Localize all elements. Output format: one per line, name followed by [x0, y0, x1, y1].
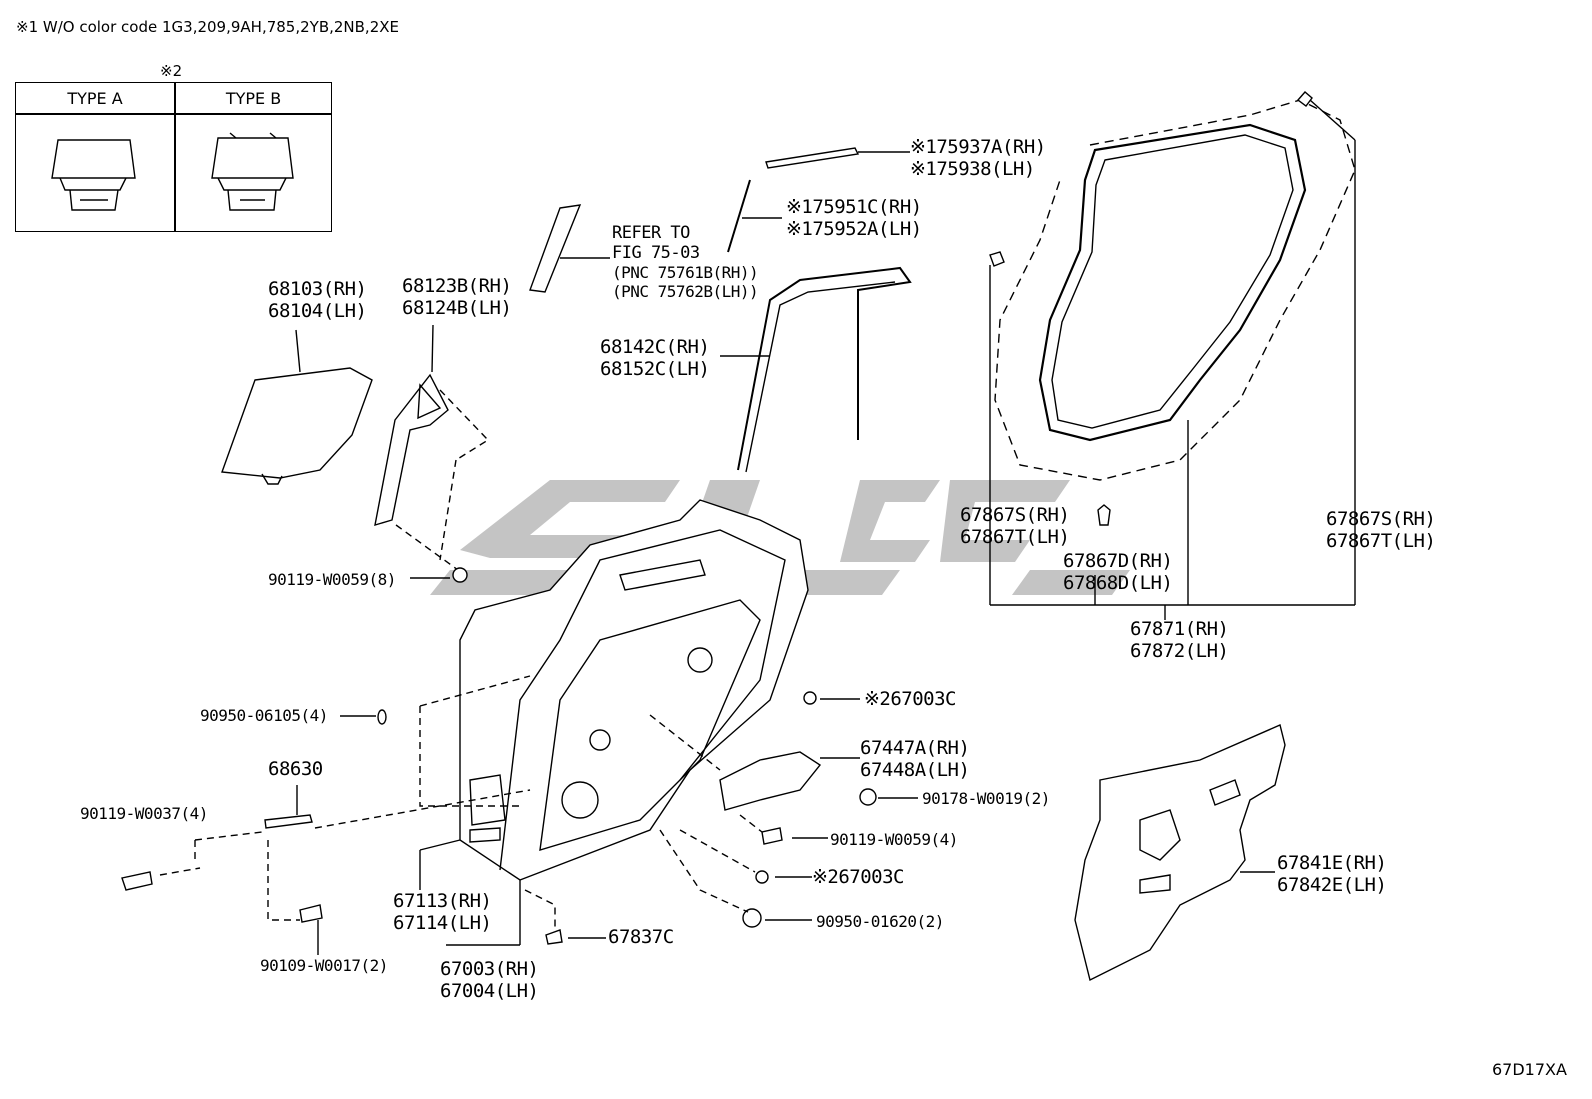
belt-molding-part: [529, 147, 910, 293]
label-68103: 68103(RH) 68104(LH): [268, 278, 367, 322]
label-90109-w0017: 90109-W0017(2): [260, 956, 388, 975]
label-67003c-top: ※267003C: [864, 688, 957, 710]
door-glass-part: [221, 329, 373, 485]
label-68142c: 68142C(RH) 68152C(LH): [600, 336, 710, 380]
label-90950-01620: 90950-01620(2): [816, 912, 944, 931]
label-90178-w0019: 90178-W0019(2): [922, 789, 1050, 808]
type-b-header: TYPE B: [225, 89, 282, 108]
label-75951c: ※175951C(RH) ※175952A(LH): [786, 196, 922, 240]
run-channel-part: [720, 266, 912, 473]
clip-type-b-icon: [211, 132, 294, 211]
label-67841e: 67841E(RH) 67842E(LH): [1277, 852, 1387, 896]
label-67871: 67871(RH) 67872(LH): [1130, 618, 1229, 662]
label-67447a: 67447A(RH) 67448A(LH): [860, 737, 970, 781]
label-67867s-right: 67867S(RH) 67867T(LH): [1326, 508, 1436, 552]
door-panel-part: [459, 499, 809, 945]
label-67113: 67113(RH) 67114(LH): [393, 890, 492, 934]
label-90950-06105: 90950-06105(4): [200, 706, 328, 725]
label-68123b: 68123B(RH) 68124B(LH): [402, 275, 512, 319]
label-75937a: ※175937A(RH) ※175938(LH): [910, 136, 1046, 180]
drawing-code: 67D17XA: [1492, 1060, 1567, 1079]
label-67867s-left: 67867S(RH) 67867T(LH): [960, 504, 1070, 548]
label-67003c-bot: ※267003C: [812, 866, 905, 888]
label-67867d: 67867D(RH) 67868D(LH): [1063, 550, 1173, 594]
label-90119-w0037: 90119-W0037(4): [80, 804, 208, 823]
weatherstrip-part: [989, 91, 1356, 620]
type-table: TYPE A TYPE B: [15, 82, 332, 232]
type-a-header: TYPE A: [67, 89, 123, 108]
clip-type-a-icon: [51, 139, 136, 211]
label-90119-w0059-4: 90119-W0059(4): [830, 830, 958, 849]
regulator-bracket-part: [649, 714, 860, 811]
header-note: ※1 W/O color code 1G3,209,9AH,785,2YB,2N…: [16, 18, 399, 36]
quarter-window-part: [374, 324, 490, 571]
label-90119-w0059-8: 90119-W0059(8): [268, 570, 396, 589]
door-trim-board-part: [1074, 724, 1286, 982]
label-68630: 68630: [268, 758, 323, 780]
label-67837c: 67837C: [608, 926, 674, 948]
label-refer-pnc: (PNC 75761B(RH)) (PNC 75762B(LH)): [612, 263, 759, 301]
label-67003: 67003(RH) 67004(LH): [440, 958, 539, 1002]
fasteners: [121, 567, 918, 955]
label-refer-to: REFER TO FIG 75-03: [612, 223, 700, 263]
type-table-note-mark: ※2: [160, 62, 183, 80]
